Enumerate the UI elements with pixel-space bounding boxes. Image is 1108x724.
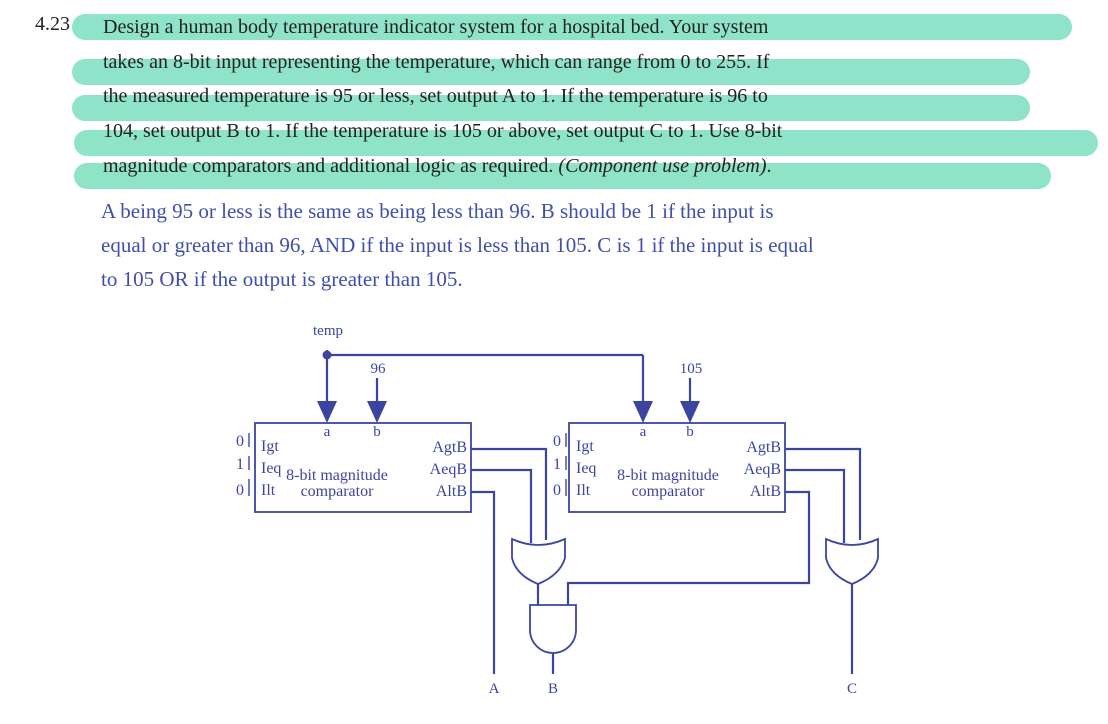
comp1-title-line2: comparator bbox=[301, 483, 375, 500]
highlight-band-5 bbox=[74, 163, 1051, 189]
arrow-comp2-a bbox=[633, 401, 653, 423]
comp1-label-b: b bbox=[373, 424, 381, 440]
comp1-label-igt: Igt bbox=[261, 438, 279, 455]
or-gate-2 bbox=[825, 537, 879, 585]
arrow-comp2-b bbox=[680, 401, 700, 423]
comp2-title-line1: 8-bit magnitude bbox=[617, 467, 719, 484]
label-const-105: 105 bbox=[680, 361, 703, 377]
comp1-cascade-2: 0 bbox=[236, 482, 244, 499]
comp1-cascade-0: 0 bbox=[236, 433, 244, 450]
comp1-title-line1: 8-bit magnitude bbox=[286, 467, 388, 484]
comp1-label-ilt: Ilt bbox=[261, 482, 276, 499]
wire-c2-aeqb bbox=[785, 468, 846, 543]
comp1-label-ieq: Ieq bbox=[261, 460, 281, 477]
label-const-96: 96 bbox=[371, 361, 387, 377]
answer-line-3: to 105 OR if the output is greater than … bbox=[101, 267, 463, 291]
highlight-band-1 bbox=[72, 14, 1072, 40]
highlight-band-4 bbox=[74, 130, 1098, 156]
comp2-cascade-0: 0 bbox=[553, 433, 561, 450]
and-gate bbox=[529, 604, 577, 654]
highlight-band-2 bbox=[72, 59, 1030, 85]
problem-line-2: takes an 8-bit input representing the te… bbox=[103, 51, 770, 73]
comp2-cascade-2: 0 bbox=[553, 482, 561, 499]
comparator-2-box bbox=[568, 422, 786, 513]
wire-c1-altb bbox=[471, 490, 496, 674]
comp1-label-aeqb: AeqB bbox=[430, 461, 467, 478]
comparator-1-box bbox=[254, 422, 472, 513]
output-label-a: A bbox=[489, 681, 500, 697]
answer-line-1: A being 95 or less is the same as being … bbox=[101, 199, 774, 223]
comp2-label-aeqb: AeqB bbox=[744, 461, 781, 478]
output-label-b: B bbox=[548, 681, 558, 697]
comp2-label-ieq: Ieq bbox=[576, 460, 596, 477]
comp1-cascade-1: 1 bbox=[236, 456, 244, 473]
problem-line-1: Design a human body temperature indicato… bbox=[103, 16, 769, 38]
problem-line-5: magnitude comparators and additional log… bbox=[103, 153, 772, 179]
junction-dot bbox=[322, 350, 332, 360]
or-gate-1 bbox=[511, 537, 566, 585]
comp2-cascade-1: 1 bbox=[553, 456, 561, 473]
comp2-label-b: b bbox=[686, 424, 694, 440]
wire-c2-agtb bbox=[785, 447, 862, 540]
comp2-label-a: a bbox=[640, 424, 647, 440]
label-temp: temp bbox=[313, 323, 343, 339]
problem-line-5-end: . bbox=[766, 155, 772, 177]
problem-line-4: 104, set output B to 1. If the temperatu… bbox=[103, 120, 783, 142]
comp1-label-agtb: AgtB bbox=[432, 439, 467, 456]
highlight-band-3 bbox=[72, 95, 1030, 121]
comp2-title-line2: comparator bbox=[632, 483, 706, 500]
comp2-label-ilt: Ilt bbox=[576, 482, 591, 499]
wire-c1-aeqb bbox=[471, 468, 533, 543]
comp1-label-a: a bbox=[324, 424, 331, 440]
comp2-label-altb: AltB bbox=[750, 483, 781, 500]
arrow-comp1-a bbox=[317, 401, 337, 423]
comp2-label-igt: Igt bbox=[576, 438, 594, 455]
problem-number: 4.23 bbox=[35, 13, 70, 35]
comp2-label-agtb: AgtB bbox=[746, 439, 781, 456]
wire-c2-altb bbox=[566, 490, 811, 605]
arrow-comp1-b bbox=[367, 401, 387, 423]
problem-tag: (Component use problem) bbox=[558, 155, 767, 177]
wire-c1-agtb bbox=[471, 447, 548, 540]
comp1-label-altb: AltB bbox=[436, 483, 467, 500]
problem-line-3: the measured temperature is 95 or less, … bbox=[103, 85, 768, 107]
answer-line-2: equal or greater than 96, AND if the inp… bbox=[101, 233, 814, 257]
problem-line-5-text: magnitude comparators and additional log… bbox=[103, 155, 559, 177]
output-label-c: C bbox=[847, 681, 857, 697]
